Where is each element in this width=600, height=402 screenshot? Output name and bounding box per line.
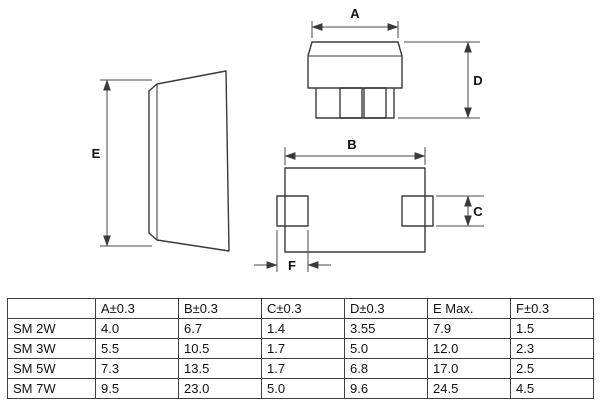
value-cell: 4.5	[510, 378, 594, 399]
row-name-cell: SM 2W	[7, 318, 96, 339]
dimension-a: A	[311, 6, 399, 38]
dim-label-f: F	[288, 258, 296, 273]
bottom-view-body	[284, 167, 426, 253]
table-row: SM 7W 9.5 23.0 5.0 9.6 24.5 4.5	[7, 378, 594, 399]
header-cell-f: F±0.3	[510, 298, 594, 319]
dim-label-d: D	[473, 73, 482, 88]
side-view-body	[148, 70, 230, 252]
front-view-window-left	[339, 87, 363, 119]
header-cell-b: B±0.3	[178, 298, 262, 319]
table-header-row: A±0.3 B±0.3 C±0.3 D±0.3 E Max. F±0.3	[7, 298, 594, 319]
value-cell: 2.5	[510, 358, 594, 379]
value-cell: 13.5	[178, 358, 262, 379]
table-row: SM 5W 7.3 13.5 1.7 6.8 17.0 2.5	[7, 358, 594, 379]
row-name-cell: SM 7W	[7, 378, 96, 399]
value-cell: 1.7	[261, 338, 345, 359]
header-cell-e: E Max.	[427, 298, 511, 319]
value-cell: 5.0	[261, 378, 345, 399]
value-cell: 24.5	[427, 378, 511, 399]
value-cell: 1.5	[510, 318, 594, 339]
front-view-base	[315, 88, 395, 119]
value-cell: 5.0	[344, 338, 428, 359]
value-cell: 6.8	[344, 358, 428, 379]
value-cell: 5.5	[95, 338, 179, 359]
dim-label-c: C	[473, 204, 483, 219]
table-row: SM 3W 5.5 10.5 1.7 5.0 12.0 2.3	[7, 338, 594, 359]
dim-label-e: E	[92, 146, 101, 161]
front-view-cap	[307, 41, 403, 89]
value-cell: 10.5	[178, 338, 262, 359]
value-cell: 2.3	[510, 338, 594, 359]
bottom-view-pad-right	[401, 195, 434, 227]
dimension-b: B	[284, 137, 426, 165]
header-cell-c: C±0.3	[261, 298, 345, 319]
side-view-outline	[148, 70, 230, 252]
value-cell: 3.55	[344, 318, 428, 339]
header-cell-d: D±0.3	[344, 298, 428, 319]
bottom-view-outline	[276, 167, 434, 253]
dimension-e: E	[92, 79, 152, 247]
dimension-c: C	[436, 195, 484, 227]
value-cell: 23.0	[178, 378, 262, 399]
value-cell: 12.0	[427, 338, 511, 359]
value-cell: 9.6	[344, 378, 428, 399]
value-cell: 1.7	[261, 358, 345, 379]
technical-drawing: E A D	[92, 6, 484, 273]
header-cell-a: A±0.3	[95, 298, 179, 319]
front-view-window-right	[363, 87, 387, 119]
front-view-outline	[307, 41, 403, 119]
dimension-table: A±0.3 B±0.3 C±0.3 D±0.3 E Max. F±0.3 SM …	[7, 298, 594, 399]
dimension-d: D	[398, 41, 483, 119]
value-cell: 9.5	[95, 378, 179, 399]
row-name-cell: SM 3W	[7, 338, 96, 359]
value-cell: 1.4	[261, 318, 345, 339]
value-cell: 7.3	[95, 358, 179, 379]
dim-label-b: B	[347, 137, 356, 152]
bottom-view-pad-left	[276, 195, 309, 227]
dimension-f: F	[254, 230, 331, 273]
table-row: SM 2W 4.0 6.7 1.4 3.55 7.9 1.5	[7, 318, 594, 339]
value-cell: 17.0	[427, 358, 511, 379]
header-cell-part	[7, 298, 96, 319]
row-name-cell: SM 5W	[7, 358, 96, 379]
value-cell: 7.9	[427, 318, 511, 339]
value-cell: 6.7	[178, 318, 262, 339]
dim-label-a: A	[350, 6, 360, 21]
value-cell: 4.0	[95, 318, 179, 339]
